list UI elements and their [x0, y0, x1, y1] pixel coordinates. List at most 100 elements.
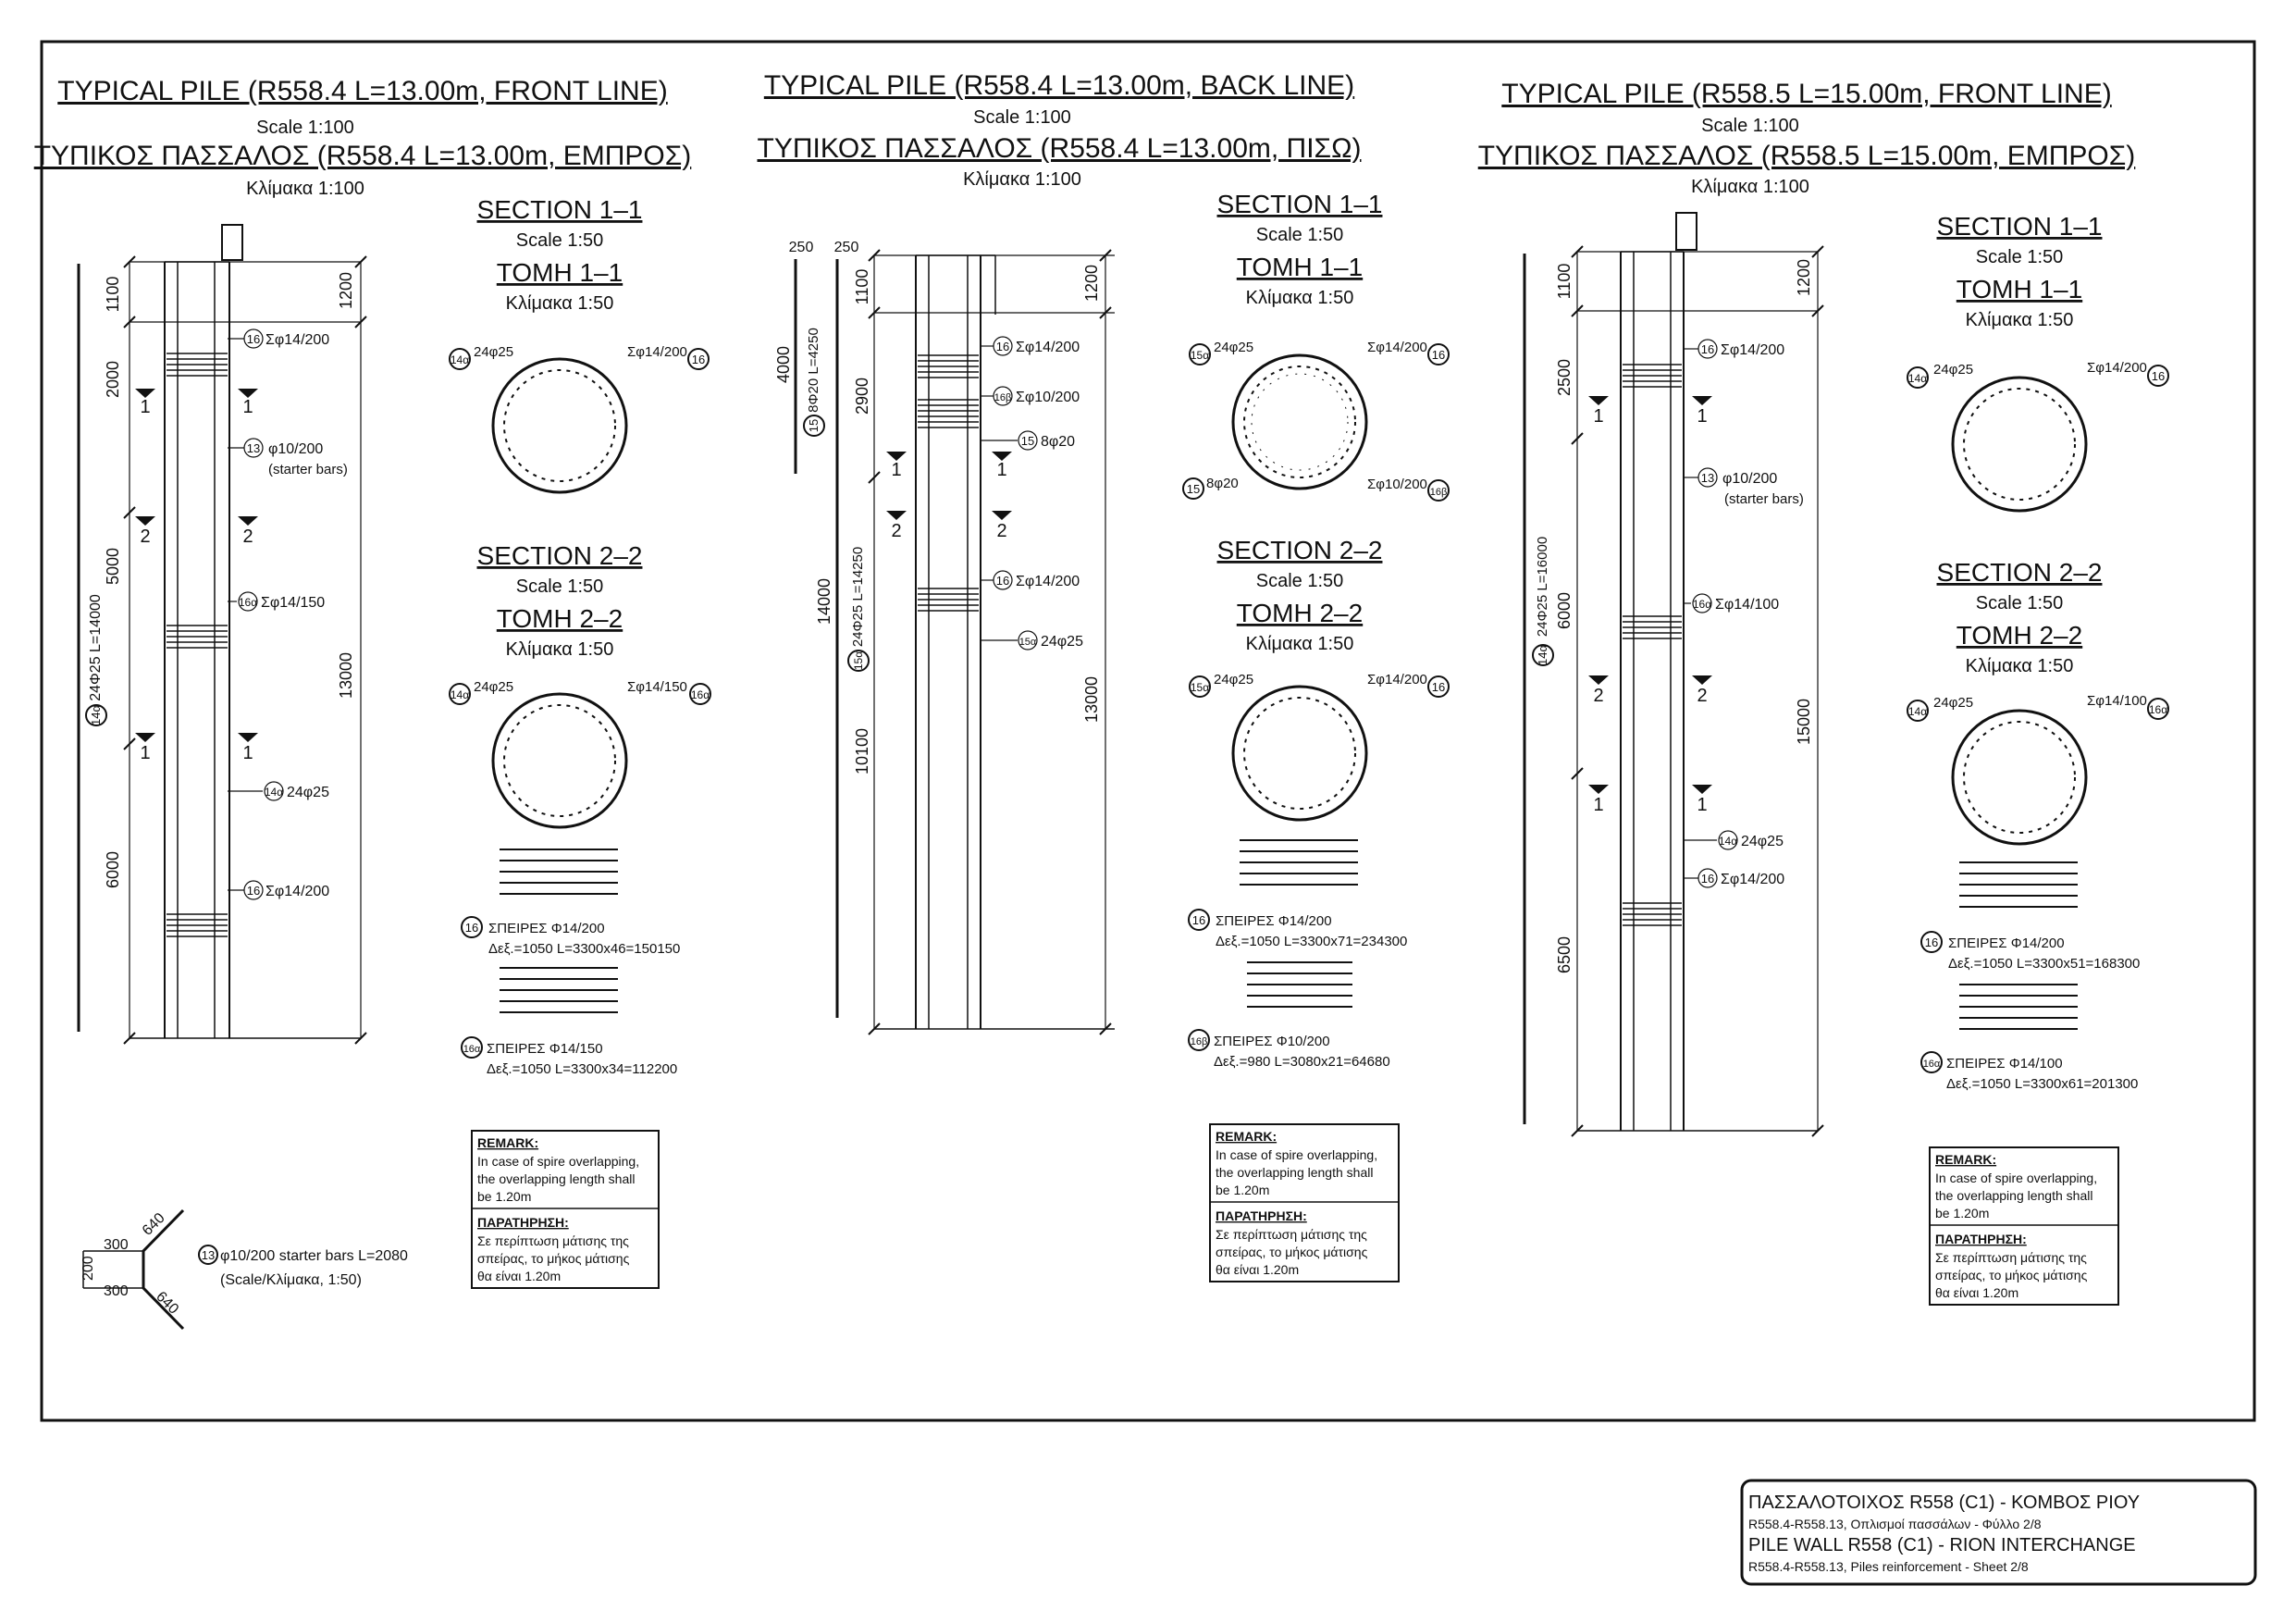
marker-label: 1 — [996, 460, 1006, 480]
remark-line-gr-2: σπείρας, το μήκος μάτισης — [1216, 1245, 1368, 1259]
pile-2-dim-3: 14000 — [815, 578, 833, 625]
pile-1-spiral-2-line2: Δεξ.=1050 L=3300x34=112200 — [487, 1061, 677, 1077]
pile-3-dim-2: 2500 — [1555, 359, 1574, 396]
pile-1-scale-en: Scale 1:100 — [256, 118, 354, 138]
remark-line-en-1: In case of spire overlapping, — [477, 1154, 639, 1169]
pile-3-callout-5-mark: 14α — [1719, 835, 1737, 848]
remark-line-gr-1: Σε περίπτωση μάτισης της — [477, 1233, 629, 1248]
pile-1-title-gr: ΤΥΠΙΚΟΣ ΠΑΣΣΑΛΟΣ (R558.4 L=13.00m, ΕΜΠΡΟ… — [34, 141, 692, 171]
pile-1-sec2-right-mark: 16α — [691, 688, 710, 701]
pile-2-bar15-label: 8Φ20 L=4250 — [806, 328, 821, 413]
remark-line-en-3: be 1.20m — [1935, 1206, 1989, 1220]
pile-1-callout-5: 24φ25 — [287, 785, 329, 800]
pile-2-section-markers: 1 1 2 2 — [886, 452, 1012, 541]
remark-line-gr-3: θα είναι 1.20m — [1216, 1262, 1299, 1277]
pile-3-sec1-scale-gr: Κλίμακα 1:50 — [1966, 310, 2074, 330]
pile-2-callout-4: Σφ14/200 — [1016, 574, 1080, 589]
pile-3-spiral-1-mark: 16 — [1925, 935, 1938, 949]
pile-1-long-bar-mark: 14α — [89, 705, 103, 725]
pile-3-sec2-scale-gr: Κλίμακα 1:50 — [1966, 656, 2074, 676]
pile-1-callout-5-mark: 14α — [265, 786, 283, 799]
starter-mark: 13 — [202, 1248, 215, 1262]
marker-label: 2 — [242, 527, 253, 547]
pile-2-dim-top-2: 250 — [834, 240, 859, 255]
pile-2-sec1-right-mark: 16 — [1432, 348, 1445, 362]
pile-1-spiral-2-diagram — [500, 967, 618, 1013]
remark-line-en-1: In case of spire overlapping, — [1216, 1147, 1377, 1162]
marker-label: 2 — [996, 521, 1006, 541]
pile-3-callout-5: 24φ25 — [1741, 834, 1784, 849]
pile-2-long-bar-mark: 15α — [852, 651, 865, 670]
pile-3-sec2-title-en: SECTION 2–2 — [1937, 558, 2103, 587]
pile-2-spiral-2-line2: Δεξ.=980 L=3080x21=64680 — [1214, 1054, 1390, 1070]
pile-1-sec1-title-en: SECTION 1–1 — [477, 195, 643, 224]
remark-line-en-2: the overlapping length shall — [1216, 1165, 1373, 1180]
pile-2-callout-4-mark: 16 — [996, 574, 1009, 588]
pile-3-remark-box — [1929, 1146, 2119, 1306]
pile-3-dim-1: 1100 — [1555, 264, 1574, 300]
starter-scale: (Scale/Κλίμακα, 1:50) — [220, 1272, 362, 1288]
titleblock-line-1: ΠΑΣΣΑΛΟΤΟΙΧΟΣ R558 (C1) - ΚΟΜΒΟΣ ΡΙΟΥ — [1748, 1493, 2140, 1513]
pile-2-title-gr: ΤΥΠΙΚΟΣ ΠΑΣΣΑΛΟΣ (R558.4 L=13.00m, ΠΙΣΩ) — [758, 133, 1362, 164]
pile-1-sec1-scale-gr: Κλίμακα 1:50 — [506, 293, 614, 314]
pile-1-title-en: TYPICAL PILE (R558.4 L=13.00m, FRONT LIN… — [57, 76, 667, 106]
pile-3-sec2-right-text: Σφ14/100 — [2087, 693, 2147, 709]
marker-label: 1 — [891, 460, 901, 480]
pile-3-dim-3: 6000 — [1555, 592, 1574, 629]
remark-line-en-1: In case of spire overlapping, — [1935, 1171, 2097, 1185]
pile-2-dim-top-1: 250 — [789, 240, 814, 255]
pile-1-dim-right-total: 13000 — [337, 652, 355, 699]
pile-1-dim-1: 1100 — [104, 277, 122, 313]
pile-2-bar15-mark: 15 — [807, 419, 821, 432]
pile-3-callout-1-mark: 16 — [1701, 342, 1714, 356]
remark-line-gr-1: Σε περίπτωση μάτισης της — [1216, 1227, 1367, 1242]
pile-2-spiral-1-line2: Δεξ.=1050 L=3300x71=234300 — [1216, 934, 1407, 949]
starter-dim-1: 300 — [104, 1237, 129, 1253]
remark-title-en: REMARK: — [477, 1135, 538, 1150]
pile-1-elevation — [77, 224, 367, 1045]
pile-1-dim-2: 2000 — [104, 361, 122, 398]
marker-label: 2 — [140, 527, 150, 547]
pile-1-callouts — [228, 328, 284, 900]
pile-3-section-markers: 1 1 2 2 1 1 — [1588, 396, 1712, 815]
pile-3-dim-right-top: 1200 — [1795, 259, 1813, 296]
pile-1-sec2-right-text: Σφ14/150 — [627, 679, 687, 695]
pile-1-spiral-1-mark: 16 — [465, 921, 478, 935]
pile-3-sec1-right-mark: 16 — [2152, 369, 2165, 383]
marker-label: 1 — [242, 397, 253, 417]
pile-2-sec2-left-mark: 15α — [1191, 681, 1209, 694]
pile-2-remark-box — [1209, 1123, 1400, 1282]
pile-3-title-en: TYPICAL PILE (R558.5 L=15.00m, FRONT LIN… — [1501, 79, 2111, 109]
pile-1-sec2-left-text: 24φ25 — [474, 679, 513, 695]
titleblock-line-3: PILE WALL R558 (C1) - RION INTERCHANGE — [1748, 1535, 2136, 1555]
pile-1-long-bar-label: 24Φ25 L=14000 — [88, 594, 104, 701]
pile-2-dim-right-total: 13000 — [1082, 676, 1101, 723]
pile-3-sec2-left-text: 24φ25 — [1933, 695, 1973, 711]
pile-3-sec2-scale-en: Scale 1:50 — [1976, 593, 2064, 613]
pile-3-spiral-2-line1: ΣΠΕΙΡΕΣ Φ14/100 — [1946, 1056, 2063, 1072]
pile-2-callouts — [981, 336, 1038, 650]
pile-3-sec2-left-mark: 14α — [1908, 705, 1927, 718]
pile-3-long-bar-label: 24Φ25 L=16000 — [1535, 537, 1550, 637]
pile-2-sec2-title-en: SECTION 2–2 — [1217, 536, 1383, 564]
pile-1-sec1-circle — [491, 357, 628, 494]
remark-line-gr-1: Σε περίπτωση μάτισης της — [1935, 1250, 2087, 1265]
pile-3-sec1-title-gr: ΤΟΜΗ 1–1 — [1957, 275, 2082, 304]
pile-3-callout-2-mark: 13 — [1701, 471, 1714, 485]
pile-3-callout-4-mark: 16α — [1693, 598, 1711, 611]
pile-1-sec2-circle — [491, 692, 628, 829]
pile-1-dim-right-top: 1200 — [337, 272, 355, 309]
marker-label: 1 — [1697, 406, 1707, 427]
pile-3-scale-gr: Κλίμακα 1:100 — [1691, 177, 1809, 197]
pile-2-dim-1: 1100 — [853, 269, 871, 305]
drawing-border — [40, 40, 2256, 1422]
pile-2-sec2-right-mark: 16 — [1432, 680, 1445, 694]
pile-1-scale-gr: Κλίμακα 1:100 — [246, 179, 364, 199]
pile-2-sec2-right-text: Σφ14/200 — [1367, 672, 1427, 688]
pile-3-sec1-title-en: SECTION 1–1 — [1937, 212, 2103, 241]
starter-dim-4: 300 — [104, 1283, 129, 1299]
pile-2-callout-1: Σφ14/200 — [1016, 340, 1080, 355]
pile-3-spiral-2-diagram — [1959, 984, 2078, 1030]
pile-1-callout-2-mark: 13 — [247, 441, 260, 455]
